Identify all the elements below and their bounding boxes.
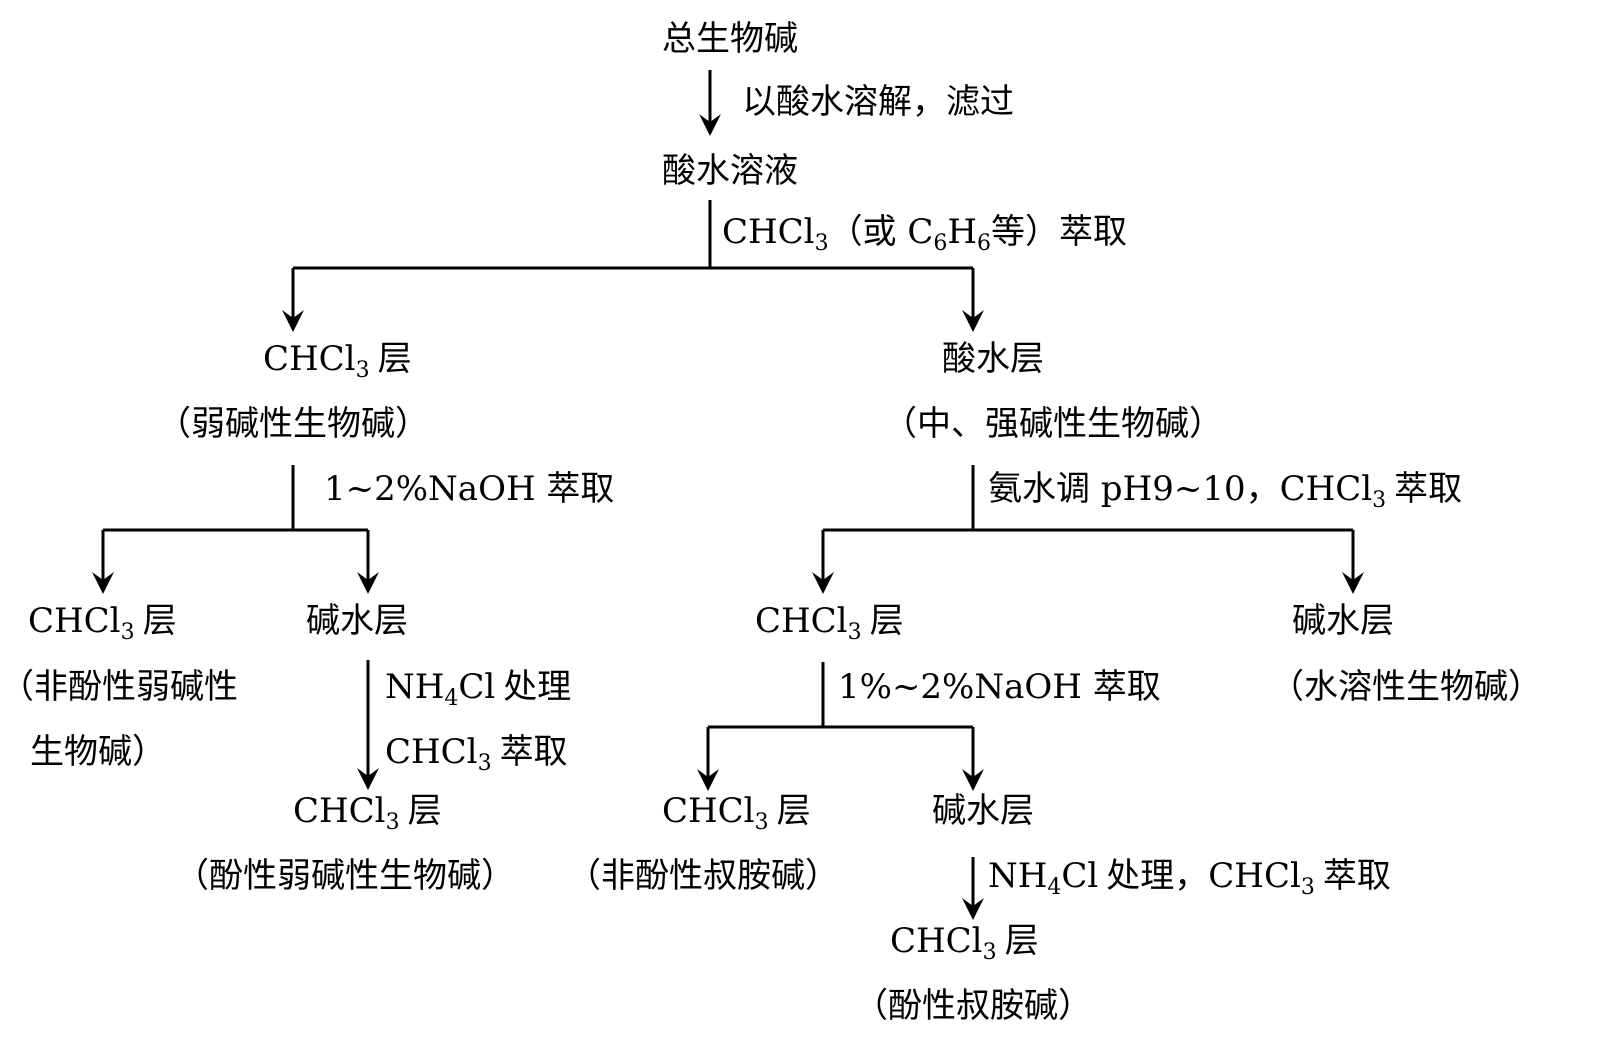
node-total-alkaloids: 总生物碱 <box>662 19 798 59</box>
node-l3-final-desc: （酚性叔胺碱） <box>854 986 1092 1026</box>
step-naoh-left: 1~2%NaOH 萃取 <box>324 469 614 509</box>
step-naoh-right: 1%~2%NaOH 萃取 <box>838 667 1161 707</box>
node-l2b-base-layer: 碱水层 <box>1292 601 1394 641</box>
node-l2a-base-layer: 碱水层 <box>306 601 408 641</box>
step-dissolve: 以酸水溶解，滤过 <box>742 82 1014 122</box>
node-acid-solution: 酸水溶液 <box>662 151 798 191</box>
node-l2a-chcl3-desc-2: 生物碱） <box>30 732 166 772</box>
node-l2a-chcl3-desc-1: （非酚性弱碱性 <box>0 667 238 707</box>
node-l2a-final-desc: （酚性弱碱性生物碱） <box>175 856 515 896</box>
node-l3-base-layer: 碱水层 <box>932 791 1034 831</box>
connector-lines <box>92 70 1364 920</box>
step-extract-chcl3-c6h6: CHCl3（或 C6H6等）萃取 <box>722 212 1127 256</box>
node-l2b-base-desc: （水溶性生物碱） <box>1270 667 1542 707</box>
node-l1-acid-desc: （中、强碱性生物碱） <box>883 404 1223 444</box>
node-l1-chcl3-desc: （弱碱性生物碱） <box>157 404 429 444</box>
node-l1-acid-layer: 酸水层 <box>942 339 1044 379</box>
node-l3-chcl3-desc: （非酚性叔胺碱） <box>567 856 839 896</box>
